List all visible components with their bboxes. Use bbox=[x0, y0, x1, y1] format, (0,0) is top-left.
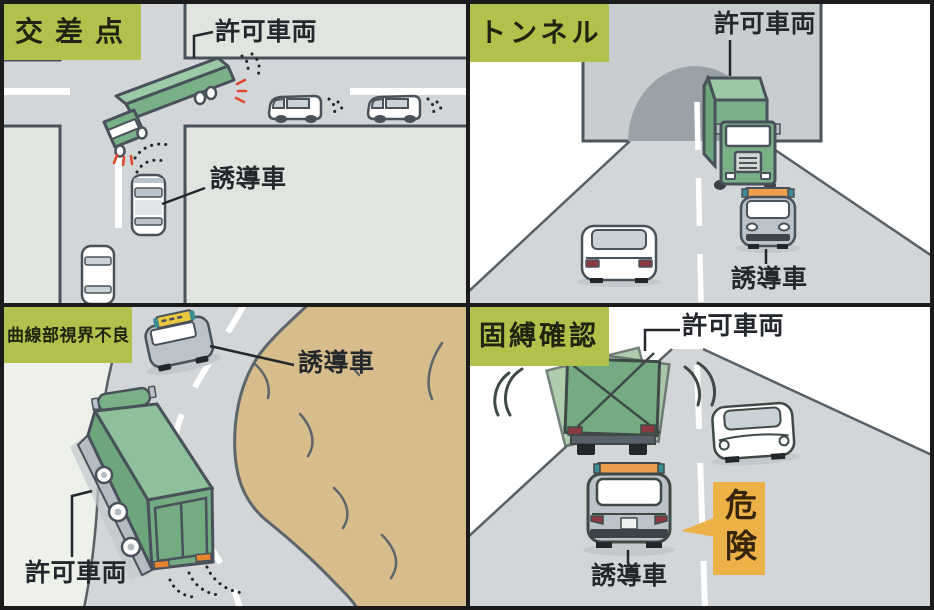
panel-tunnel: トンネル 許可車両 誘導車 bbox=[470, 4, 930, 303]
escort-vehicle-label: 誘導車 bbox=[298, 349, 375, 377]
escort-car-illustration bbox=[583, 462, 675, 556]
permitted-leader-line bbox=[192, 30, 214, 58]
panel-title-badge: 固縛確認 bbox=[470, 307, 609, 366]
loose-lashing-lines bbox=[564, 352, 661, 436]
escort-leader-line bbox=[209, 344, 295, 367]
escort-vehicle-label: 誘導車 bbox=[731, 265, 808, 293]
escort-leader-line bbox=[161, 186, 206, 206]
permitted-leader-line bbox=[643, 328, 680, 351]
permitted-vehicle-label: 許可車両 bbox=[714, 10, 817, 38]
permitted-leader-line bbox=[70, 489, 93, 557]
escort-car-illustration bbox=[736, 187, 800, 253]
panel-intersection: 交差点 許可車両 誘導車 bbox=[4, 4, 466, 303]
load-securing-illustration bbox=[470, 307, 930, 606]
panel-title-badge: トンネル bbox=[470, 4, 609, 62]
sway-motion-marks bbox=[493, 361, 716, 417]
danger-callout: 危険 bbox=[713, 482, 765, 575]
permitted-truck-illustration bbox=[102, 56, 248, 167]
permitted-vehicle-label: 許可車両 bbox=[215, 18, 318, 46]
panel-title: 固縛確認 bbox=[479, 321, 599, 351]
panel-title: 交差点 bbox=[15, 16, 136, 47]
curve-illustration bbox=[4, 307, 466, 606]
panel-title-badge: 曲線部視界不良 bbox=[4, 307, 132, 363]
panel-title: 曲線部視界不良 bbox=[7, 325, 130, 345]
hazard-flash-rear bbox=[234, 78, 248, 104]
road-edges bbox=[470, 139, 930, 292]
panel-title-badge: 交差点 bbox=[4, 4, 141, 60]
escort-car-illustration bbox=[144, 309, 222, 375]
following-car bbox=[80, 244, 116, 303]
permitted-vehicle-label: 許可車両 bbox=[25, 559, 128, 587]
intersection-illustration bbox=[4, 4, 466, 303]
roof-sign bbox=[597, 462, 661, 475]
waiting-car-2 bbox=[366, 94, 422, 123]
center-dashed-line bbox=[694, 101, 704, 303]
permitted-vehicle-label: 許可車両 bbox=[682, 312, 785, 340]
escort-vehicle-label: 誘導車 bbox=[210, 165, 287, 193]
panel-curve-poor-visibility: 曲線部視界不良 誘導車 許可車両 bbox=[4, 307, 466, 606]
escort-vehicle-label: 誘導車 bbox=[591, 562, 668, 590]
motion-dots bbox=[133, 52, 443, 174]
escort-car-illustration bbox=[130, 173, 167, 237]
oncoming-car bbox=[577, 224, 661, 287]
tunnel-illustration bbox=[470, 4, 930, 303]
danger-callout-tail bbox=[681, 517, 716, 537]
panel-title: トンネル bbox=[479, 17, 603, 48]
permitted-truck-illustration bbox=[545, 346, 671, 455]
hillside-contours bbox=[253, 341, 444, 580]
road-center-lines bbox=[4, 88, 466, 228]
hazard-flash-front bbox=[112, 153, 134, 167]
panel-load-securing: 固縛確認 許可車両 誘導車 危険 bbox=[470, 307, 930, 606]
roadside-area bbox=[4, 307, 130, 606]
permitted-truck-illustration bbox=[70, 385, 215, 579]
waiting-car-1 bbox=[267, 94, 323, 123]
passing-car bbox=[711, 401, 800, 466]
motion-dots bbox=[168, 565, 246, 599]
permitted-truck-illustration bbox=[702, 74, 781, 190]
